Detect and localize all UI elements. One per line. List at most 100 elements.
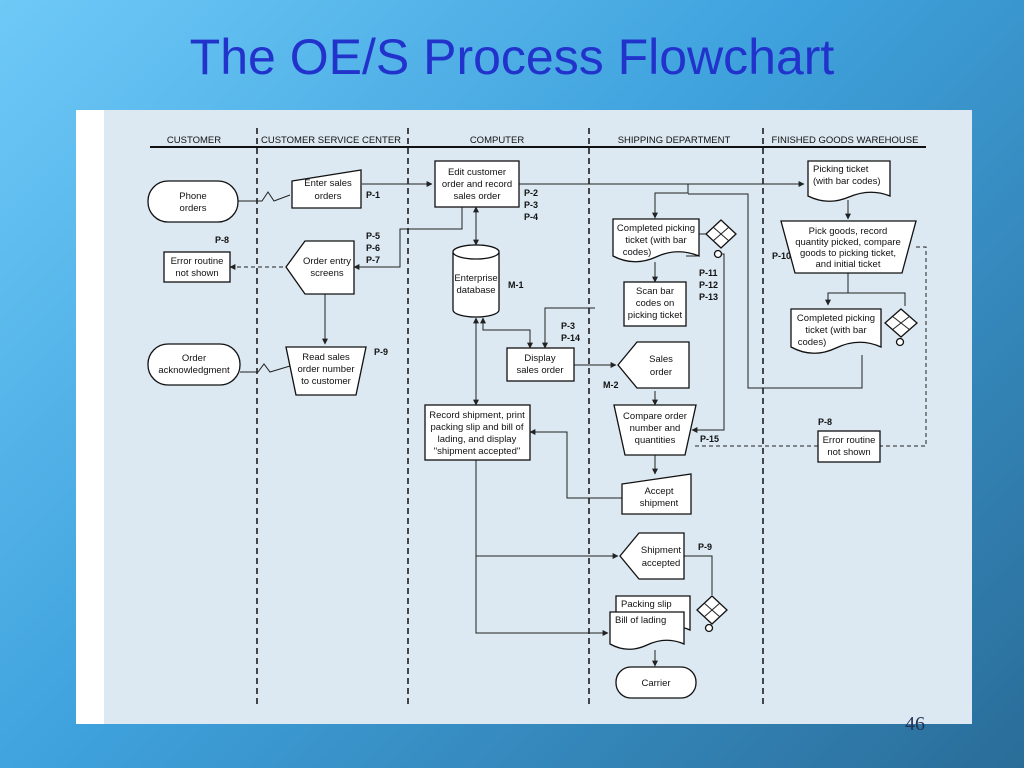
picking-ticket-label-1: Picking ticket <box>813 164 869 175</box>
enterprise-database-label-1: Enterprise <box>454 273 497 284</box>
lane-header-csc: CUSTOMER SERVICE CENTER <box>261 135 401 146</box>
display-sales-order-label-1: Display <box>524 353 555 364</box>
error-routine-right-box <box>817 430 881 463</box>
error-routine-right-label-1: Error routine <box>823 435 876 446</box>
phone-orders-terminal <box>147 180 239 223</box>
tag-p3: P-3 <box>524 200 538 210</box>
slide-title: The OE/S Process Flowchart <box>189 29 835 85</box>
tag-p11: P-11 <box>699 268 718 278</box>
accept-shipment-manual-input <box>621 473 692 515</box>
connector <box>542 307 595 349</box>
tag-p8-right: P-8 <box>818 417 832 427</box>
phone-orders-label-1: Phone <box>179 191 206 202</box>
accept-shipment-label-1: Accept <box>644 486 673 497</box>
tag-p9-right: P-9 <box>698 542 712 552</box>
record-shipment-process <box>424 404 531 461</box>
tag-p9-left: P-9 <box>374 347 388 357</box>
tag-m1: M-1 <box>508 280 524 290</box>
order-ack-label-2: acknowledgment <box>158 365 230 376</box>
enter-sales-orders-label-2: orders <box>315 191 342 202</box>
packing-slip-label: Packing slip <box>621 599 672 610</box>
scan-bar-codes-label-1: Scan bar <box>636 286 674 297</box>
connector <box>848 292 906 306</box>
completed-picking-wh-label-2: ticket (with bar <box>805 325 866 336</box>
error-routine-right-label-2: not shown <box>827 447 870 458</box>
order-entry-screens-label-1: Order entry <box>303 256 351 267</box>
diagram-background <box>104 110 972 724</box>
compare-order-label-1: Compare order <box>623 411 687 422</box>
compare-order-label-3: quantities <box>635 435 676 446</box>
enterprise-database-storage <box>452 244 500 318</box>
scan-bar-codes-label-3: picking ticket <box>628 310 683 321</box>
connector <box>652 184 689 219</box>
record-shipment-label-4: "shipment accepted" <box>434 446 521 457</box>
error-routine-left-box <box>163 251 231 283</box>
enterprise-database-label-2: database <box>456 285 495 296</box>
record-shipment-label-1: Record shipment, print <box>429 410 525 421</box>
order-entry-screens-display <box>285 240 355 295</box>
bill-of-lading-label: Bill of lading <box>615 615 666 626</box>
completed-picking-ship-label-2: ticket (with bar <box>625 235 686 246</box>
enter-sales-orders-manual-input <box>291 169 362 209</box>
tag-p2: P-2 <box>524 188 538 198</box>
flowchart-diagram: CUSTOMER CUSTOMER SERVICE CENTER COMPUTE… <box>104 110 972 724</box>
connector <box>240 363 291 373</box>
scan-bar-codes-label-2: codes on <box>636 298 675 309</box>
file-icon <box>696 595 728 633</box>
tag-p3b: P-3 <box>561 321 575 331</box>
picking-ticket-label-2: (with bar codes) <box>813 176 881 187</box>
read-sales-order-label-1: Read sales <box>302 352 350 363</box>
record-shipment-label-3: lading, and display <box>438 434 517 445</box>
completed-picking-wh-label-3: codes) <box>798 337 827 348</box>
connector <box>238 191 291 202</box>
pick-goods-label-2: quantity picked, compare <box>795 237 901 248</box>
sales-order-display-label-1: Sales <box>649 354 673 365</box>
pick-goods-manual-operation <box>780 220 917 274</box>
connector <box>480 317 533 349</box>
order-ack-label-1: Order <box>182 353 206 364</box>
connector <box>529 429 622 499</box>
file-icon <box>884 308 918 347</box>
sales-order-display-label-2: order <box>650 367 672 378</box>
pick-goods-label-1: Pick goods, record <box>809 226 888 237</box>
edit-customer-order-process <box>434 160 520 208</box>
flowchart-panel: CUSTOMER CUSTOMER SERVICE CENTER COMPUTE… <box>76 110 972 724</box>
read-sales-order-label-3: to customer <box>301 376 351 387</box>
compare-order-manual-operation <box>613 404 697 456</box>
completed-picking-ship-label-3: codes) <box>623 247 652 258</box>
sales-order-display-shape <box>617 341 690 389</box>
tag-p4: P-4 <box>524 212 538 222</box>
edit-customer-order-label-2: order and record <box>442 179 512 190</box>
page-number: 46 <box>905 713 925 735</box>
lane-header-customer: CUSTOMER <box>167 135 221 146</box>
shipment-accepted-display <box>619 532 685 580</box>
carrier-terminal <box>615 666 697 699</box>
lane-header-shipping: SHIPPING DEPARTMENT <box>618 135 731 146</box>
connector <box>684 555 713 595</box>
pick-goods-label-3: goods to picking ticket, <box>800 248 896 259</box>
pick-goods-label-4: and initial ticket <box>816 259 881 270</box>
connector-dashed <box>880 246 927 447</box>
tag-p6: P-6 <box>366 243 380 253</box>
completed-picking-ticket-wh-document <box>790 308 882 354</box>
completed-picking-ship-label-1: Completed picking <box>617 223 695 234</box>
edit-customer-order-label-1: Edit customer <box>448 167 506 178</box>
read-sales-order-manual-operation <box>285 346 367 396</box>
picking-ticket-document <box>807 160 891 202</box>
display-sales-order-process <box>506 347 575 382</box>
tag-p13: P-13 <box>699 292 718 302</box>
connector <box>353 207 463 270</box>
error-routine-left-label-1: Error routine <box>171 256 224 267</box>
file-icon <box>705 219 737 259</box>
phone-orders-label-2: orders <box>180 203 207 214</box>
shipment-accepted-label-1: Shipment <box>641 545 681 556</box>
tag-p14: P-14 <box>561 333 580 343</box>
completed-picking-wh-label-1: Completed picking <box>797 313 875 324</box>
completed-picking-ticket-ship-document <box>612 218 700 263</box>
tag-p7: P-7 <box>366 255 380 265</box>
tag-p1: P-1 <box>366 190 380 200</box>
lane-header-warehouse: FINISHED GOODS WAREHOUSE <box>772 135 919 146</box>
carrier-label: Carrier <box>641 678 670 689</box>
compare-order-label-2: number and <box>630 423 681 434</box>
tag-m2: M-2 <box>603 380 619 390</box>
